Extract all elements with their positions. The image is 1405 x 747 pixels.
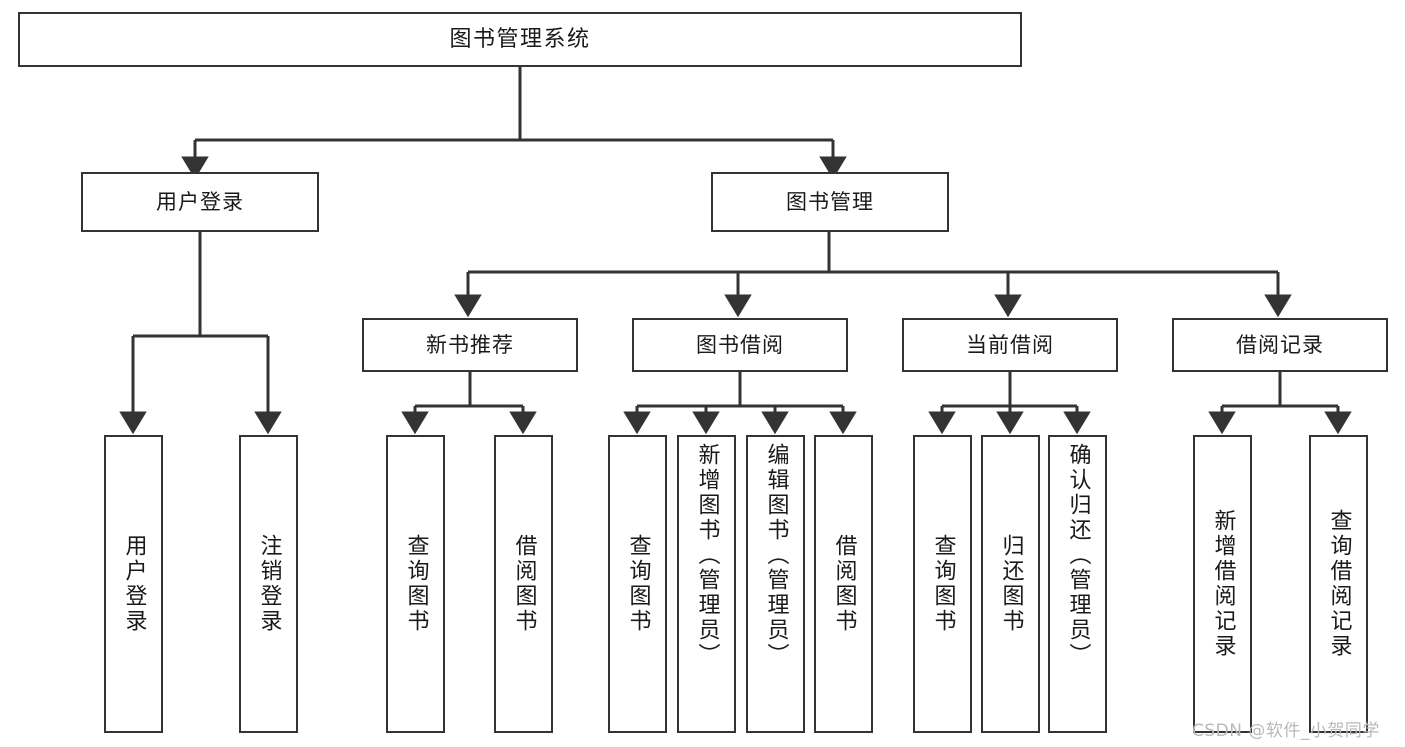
node-book-management[interactable]: 图书管理 [711,172,949,232]
leaf-confirm-return-admin[interactable]: 确认归还（管理员） [1048,435,1107,733]
node-label: 用户登录 [156,189,244,214]
leaf-query-book-borrowing[interactable]: 查询图书 [608,435,667,733]
node-root-book-management-system[interactable]: 图书管理系统 [18,12,1022,67]
leaf-query-borrowing-record[interactable]: 查询借阅记录 [1309,435,1368,733]
node-book-borrowing[interactable]: 图书借阅 [632,318,848,372]
node-label: 新增借阅记录 [1210,509,1236,659]
node-label: 新书推荐 [426,332,514,357]
node-label: 用户登录 [121,534,147,634]
leaf-query-book-recommendation[interactable]: 查询图书 [386,435,445,733]
node-label: 图书管理 [786,189,874,214]
node-current-borrowing[interactable]: 当前借阅 [902,318,1118,372]
node-label: 当前借阅 [966,332,1054,357]
leaf-edit-book-admin[interactable]: 编辑图书（管理员） [746,435,805,733]
node-label: 借阅图书 [831,534,857,634]
csdn-watermark: CSDN @软件_小贺同学 [1192,721,1380,741]
node-user-login[interactable]: 用户登录 [81,172,319,232]
node-label: 借阅图书 [511,534,537,634]
leaf-add-book-admin[interactable]: 新增图书（管理员） [677,435,736,733]
leaf-borrow-book-recommendation[interactable]: 借阅图书 [494,435,553,733]
node-label: 查询借阅记录 [1326,509,1352,659]
node-label: 查询图书 [403,534,429,634]
node-borrowing-record[interactable]: 借阅记录 [1172,318,1388,372]
leaf-logout[interactable]: 注销登录 [239,435,298,733]
node-label: 编辑图书（管理员） [763,443,789,668]
node-label: 确认归还（管理员） [1065,443,1091,668]
leaf-user-login[interactable]: 用户登录 [104,435,163,733]
node-label: 归还图书 [998,534,1024,634]
node-label: 查询图书 [930,534,956,634]
node-label: 图书管理系统 [449,26,591,52]
node-new-book-recommendation[interactable]: 新书推荐 [362,318,578,372]
node-label: 新增图书（管理员） [694,443,720,668]
leaf-borrow-book-borrowing[interactable]: 借阅图书 [814,435,873,733]
node-label: 图书借阅 [696,332,784,357]
node-label: 借阅记录 [1236,332,1324,357]
node-label: 查询图书 [625,534,651,634]
node-label: 注销登录 [256,534,282,634]
leaf-return-book[interactable]: 归还图书 [981,435,1040,733]
leaf-add-borrowing-record[interactable]: 新增借阅记录 [1193,435,1252,733]
leaf-query-book-current[interactable]: 查询图书 [913,435,972,733]
